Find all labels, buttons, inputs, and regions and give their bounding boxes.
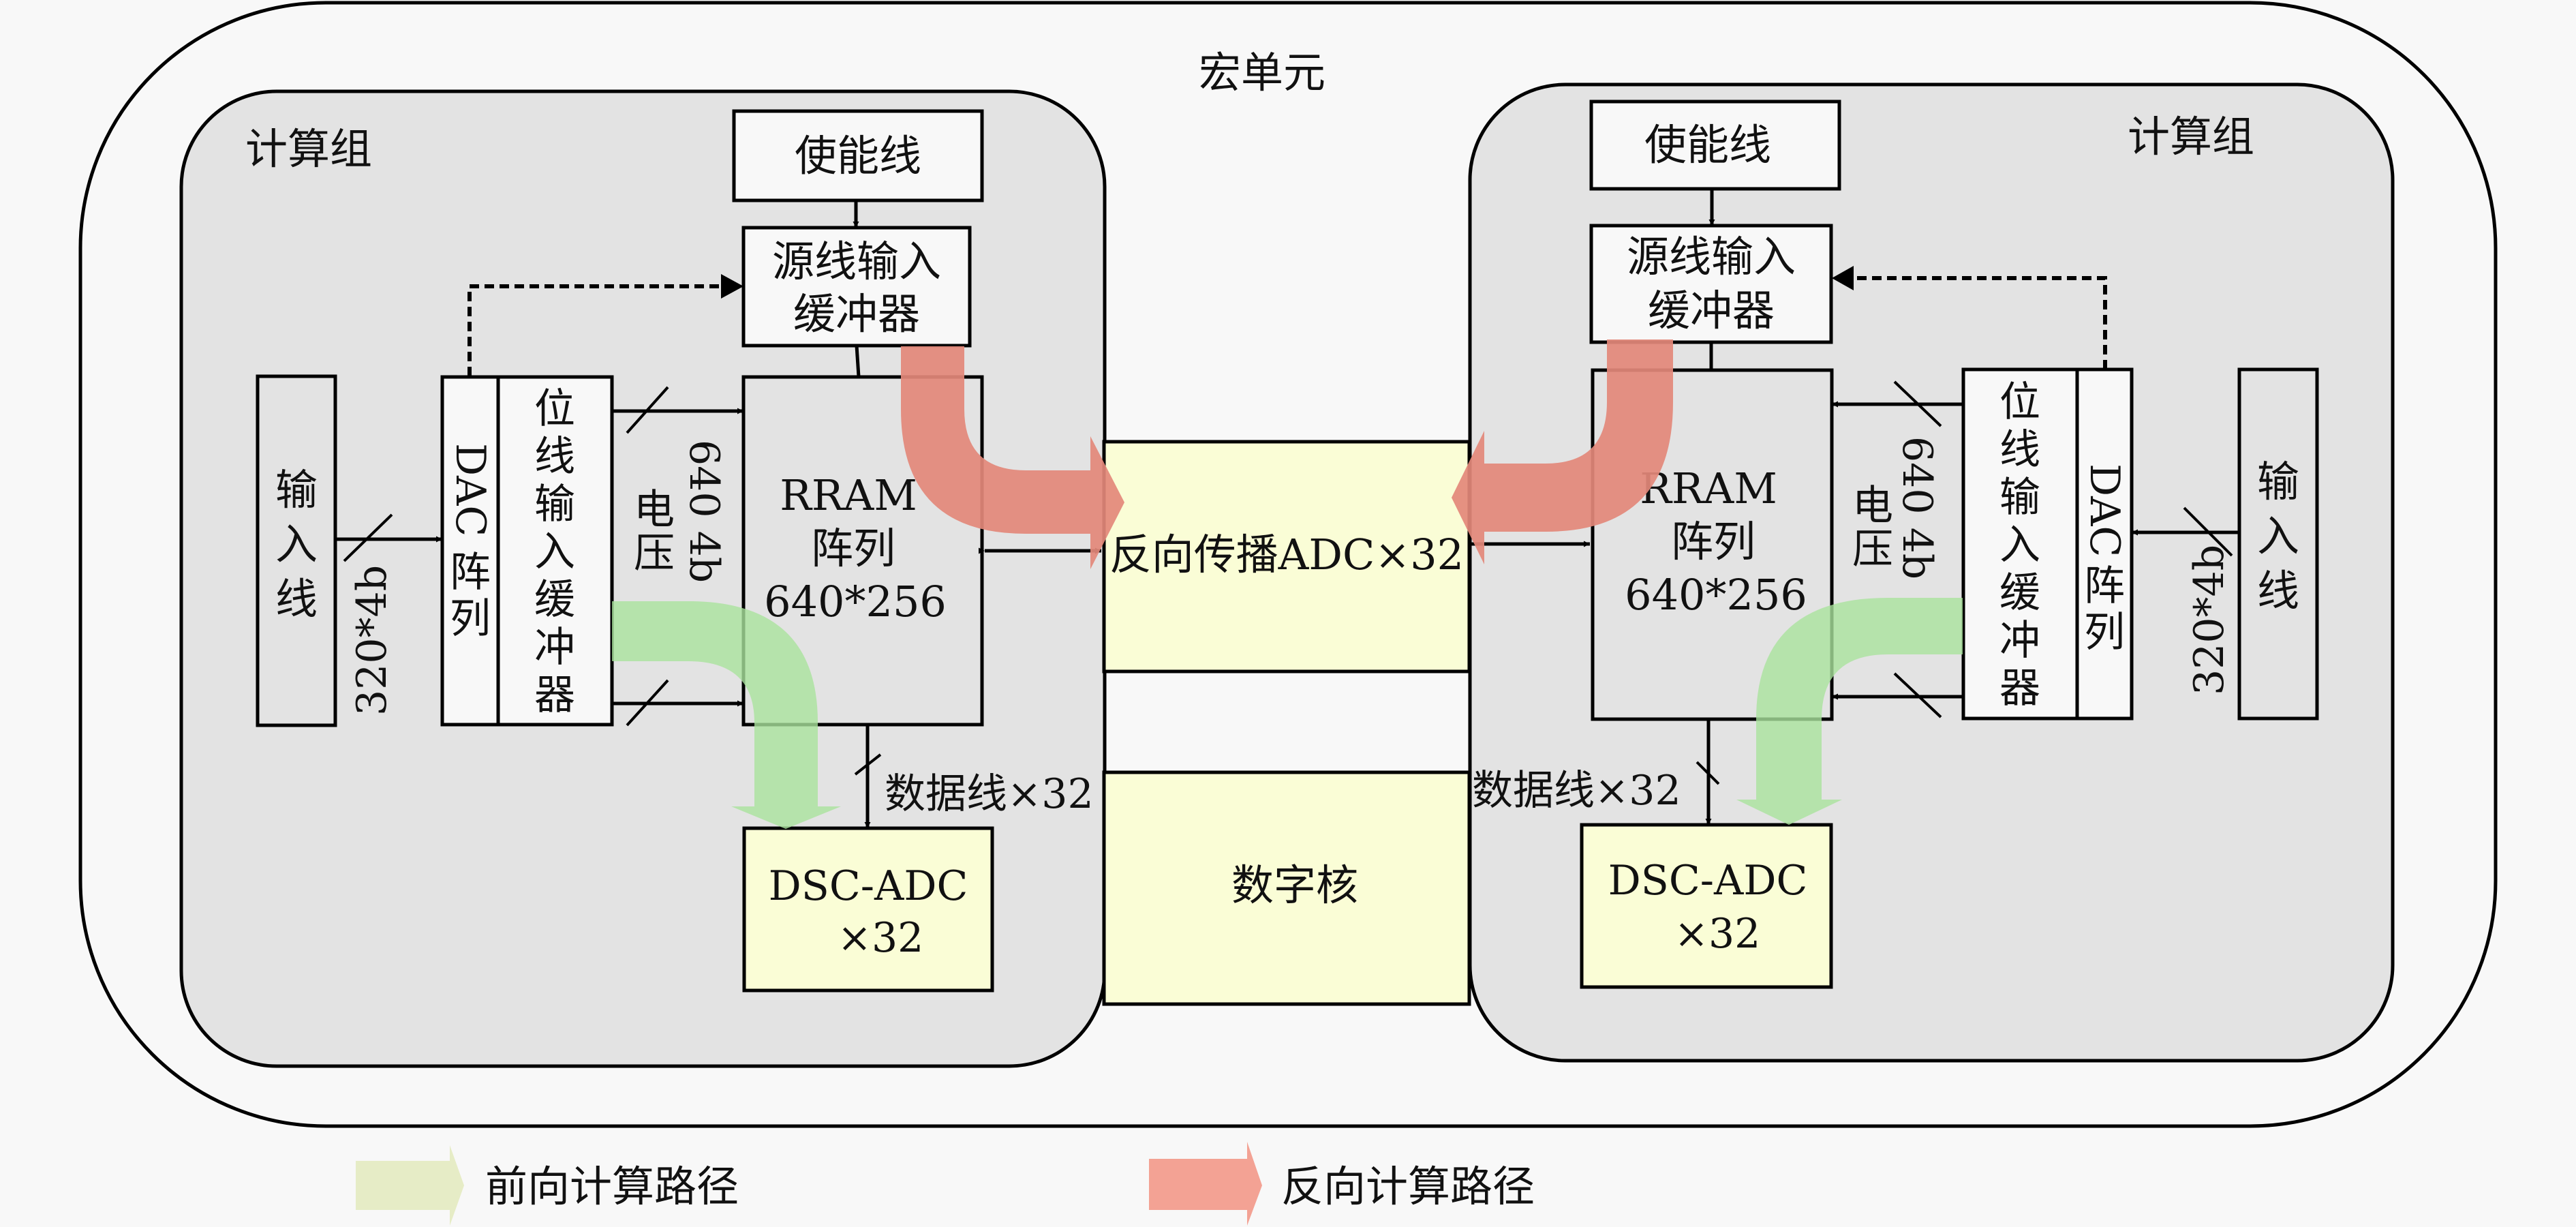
right-enable-line-box (1589, 100, 1841, 191)
left-bitline-char: 位 (534, 385, 575, 433)
legend: 前向计算路径 反向计算路径 (356, 1142, 1535, 1226)
right-bitline-char: 冲 (1999, 617, 2040, 665)
left-source-buffer-line1: 源线输入 (772, 237, 941, 286)
left-enable-line-box (732, 109, 984, 202)
right-input-line-char-2: 入 (2257, 511, 2299, 561)
left-data-line-label: 数据线×32 (885, 770, 1094, 818)
right-voltage-bus-upper-slash (1893, 380, 1942, 427)
right-data-line-label: 数据线×32 (1472, 767, 1681, 815)
right-bitline-char: 器 (1999, 665, 2040, 712)
right-dac-label-cjk-1: 阵 (2084, 562, 2125, 610)
left-dac-label-cjk-2: 列 (450, 595, 491, 643)
left-dsc-adc-line1: DSC-ADC (769, 862, 968, 910)
left-rram-line1: RRAM (780, 470, 917, 520)
right-input-bus-label: 320*4b (2186, 545, 2233, 695)
right-compute-group: 计算组 使能线 源线输入 缓冲器 RRAM 阵列 640*256 输 入 线 3… (1465, 82, 2395, 1063)
right-dsc-adc-box (1580, 823, 1833, 989)
left-voltage-bus-upper-slash (626, 386, 669, 434)
left-input-line-char-3: 线 (275, 574, 318, 624)
legend-forward-arrow-icon (356, 1145, 464, 1226)
legend-backward-label: 反向计算路径 (1281, 1162, 1535, 1211)
left-bitline-char: 线 (534, 433, 575, 481)
left-dac-array (440, 375, 500, 727)
right-dashed-arrowhead (1832, 266, 1854, 290)
left-backward-path-arrow (901, 346, 1124, 569)
right-dsc-adc-line2: ×32 (1674, 910, 1761, 958)
legend-backward-arrow-icon (1149, 1142, 1262, 1226)
right-forward-path-arrow (1736, 598, 1963, 825)
left-voltage-label-2: 压 (634, 530, 675, 577)
right-data-line-slash (1696, 761, 1720, 785)
right-dac-label-latin: DAC (2081, 464, 2128, 557)
right-voltage-label-1: 电 (1852, 482, 1893, 530)
right-source-buffer-line2: 缓冲器 (1648, 286, 1775, 335)
left-rram-line2: 阵列 (811, 524, 895, 573)
right-input-bus-slash (2183, 506, 2233, 557)
right-source-buffer-line1: 源线输入 (1627, 232, 1796, 282)
right-dashed-control-line (1838, 276, 2107, 369)
left-input-line-char-1: 输 (275, 465, 318, 515)
right-voltage-label-2: 压 (1852, 526, 1893, 573)
right-rram-line1: RRAM (1640, 464, 1777, 513)
digital-core-box (1102, 770, 1471, 1006)
left-bitline-buffer-label: 位 线 输 入 缓 冲 器 (534, 385, 575, 719)
left-input-line-char-2: 入 (275, 519, 318, 569)
backprop-adc-box (1102, 440, 1471, 673)
right-input-line-char-3: 线 (2257, 566, 2299, 616)
left-dashed-control-line (467, 284, 739, 376)
left-dashed-arrowhead (721, 274, 743, 299)
left-bitline-char: 器 (534, 671, 575, 719)
left-dac-label-latin: DAC (446, 443, 494, 536)
left-voltage-bus-label: 640 4b (680, 440, 728, 583)
left-source-buffer-box (741, 226, 972, 348)
left-data-line-slash (854, 753, 882, 776)
left-bitline-char: 冲 (534, 624, 575, 671)
right-input-line-box (2237, 367, 2319, 721)
right-bitline-buffer-label: 位 线 输 入 缓 冲 器 (1999, 378, 2040, 712)
left-bitline-char: 输 (534, 481, 575, 528)
right-input-line-char-1: 输 (2257, 457, 2299, 506)
right-bitline-char: 线 (1999, 426, 2040, 474)
right-dac-array (2075, 367, 2134, 721)
left-group-title: 计算组 (245, 124, 372, 174)
left-voltage-label-1: 电 (634, 486, 675, 534)
left-dsc-adc-box (742, 826, 994, 993)
left-input-bus-label: 320*4b (348, 565, 396, 716)
left-source-buffer-line2: 缓冲器 (793, 289, 920, 339)
right-voltage-bus-lower-slash (1893, 672, 1942, 718)
right-dac-label-cjk-2: 列 (2084, 609, 2125, 656)
right-source-buffer-box (1589, 224, 1833, 344)
left-rram-line3: 640*256 (764, 577, 947, 626)
right-voltage-bus-label: 640 4b (1893, 436, 1941, 579)
left-enable-line-label: 使能线 (795, 131, 921, 181)
digital-core-label: 数字核 (1231, 860, 1358, 910)
left-compute-group: 计算组 使能线 源线输入 缓冲器 RRAM 阵列 640*256 输 入 线 3… (179, 89, 1107, 1068)
left-forward-path-arrow (612, 601, 841, 829)
backprop-adc-label: 反向传播ADC×32 (1109, 530, 1464, 579)
left-dac-label-cjk-1: 阵 (450, 549, 491, 596)
macro-unit-title: 宏单元 (1199, 48, 1325, 97)
right-bitline-buffer (1961, 367, 2079, 721)
right-dsc-adc-line1: DSC-ADC (1608, 857, 1808, 905)
right-rram-line2: 阵列 (1671, 517, 1755, 566)
right-backward-path-arrow (1452, 339, 1673, 564)
left-input-bus-slash (343, 513, 393, 562)
right-enable-line-label: 使能线 (1644, 120, 1771, 170)
right-bitline-char: 入 (1999, 521, 2040, 569)
left-bitline-char: 缓 (534, 576, 575, 624)
left-input-line-box (256, 374, 337, 727)
left-dsc-adc-line2: ×32 (838, 914, 924, 962)
left-voltage-bus-lower-slash (626, 679, 669, 727)
legend-forward-label: 前向计算路径 (485, 1162, 739, 1211)
right-group-title: 计算组 (2128, 112, 2254, 162)
right-bitline-char: 输 (1999, 474, 2040, 521)
right-bitline-char: 位 (1999, 378, 2040, 426)
right-rram-line3: 640*256 (1625, 570, 1807, 620)
left-bitline-buffer (496, 375, 614, 727)
left-bitline-char: 入 (534, 528, 575, 576)
right-bitline-char: 缓 (1999, 569, 2040, 617)
